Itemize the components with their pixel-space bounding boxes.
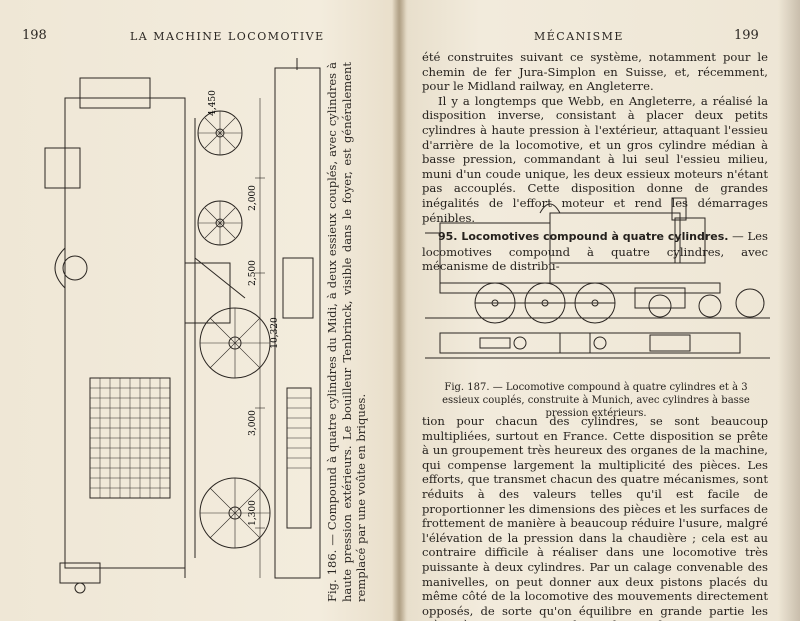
text-block-bottom: tion pour chacun des cylindres, se sont … [422,414,768,621]
dimension-label: 3,000 [247,410,258,436]
paragraph: Il y a longtemps que Webb, en Angleterre… [422,93,768,225]
left-page: 198 LA MACHINE LOCOMOTIVE [0,0,396,621]
locomotive-section-drawing: 4,450 2,000 2,500 10,320 3,000 1,300 [35,58,335,598]
figure-187-caption: Fig. 187. — Locomotive compound à quatre… [442,382,750,419]
section-paragraph: 95. Locomotives compound à quatre cylind… [422,229,768,274]
left-page-number: 198 [22,28,47,43]
section-heading: 95. Locomotives compound à quatre cylind… [438,230,729,244]
paragraph: été construites suivant ce système, nota… [422,50,768,94]
dimension-label: 2,500 [247,260,258,286]
dimension-label: 2,000 [247,185,258,211]
dimension-label: 1,300 [247,500,258,526]
figure-186-caption: Fig. 186. — Compound à quatre cylindres … [325,62,368,602]
figure-186-caption-area: Fig. 186. — Compound à quatre cylindres … [325,62,385,602]
locomotive-elevation-drawing [420,193,776,368]
dimension-label: 10,320 [269,317,280,349]
page-edge-shadow [778,0,800,621]
right-page: MÉCANISME 199 été construites suivant ce… [404,0,800,621]
dimension-label: 4,450 [207,90,218,116]
book-spine [392,0,406,621]
right-page-number: 199 [734,28,759,43]
right-running-head: MÉCANISME [534,30,624,43]
section-text: — Les locomotives compound à quatre cyli… [422,229,768,274]
text-block-top: été construites suivant ce système, nota… [422,50,768,274]
left-running-head: LA MACHINE LOCOMOTIVE [130,30,325,43]
paragraph: tion pour chacun des cylindres, se sont … [422,414,768,621]
